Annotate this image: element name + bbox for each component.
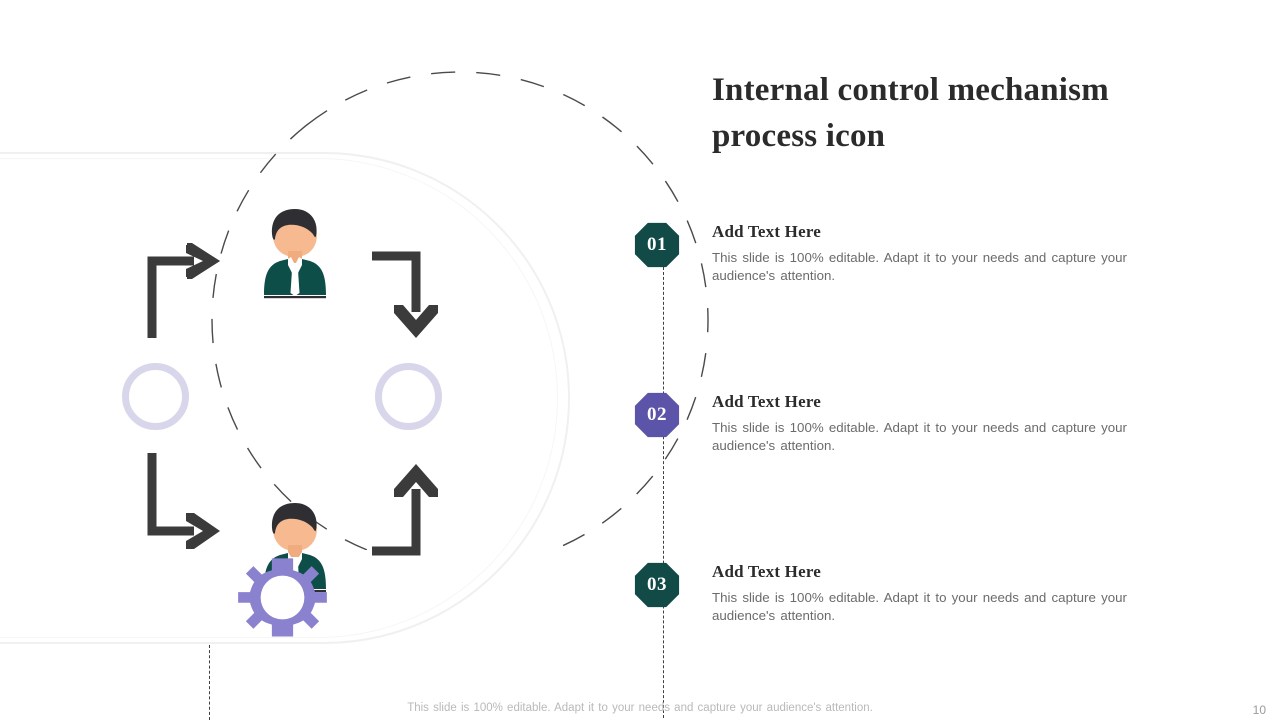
list-item: 02 Add Text Here This slide is 100% edit… [634,392,1234,562]
arrow-down-right-icon [147,453,220,549]
list-item-heading: Add Text Here [712,222,822,241]
gear-icon [238,558,327,637]
list-item: 01 Add Text Here This slide is 100% edit… [634,222,1234,392]
circle-outline-icon [375,363,442,430]
process-diagram [100,195,500,637]
circle-outline-icon [122,363,189,430]
list-item-heading: Add Text Here [712,562,822,581]
page-title: Internal control mechanism process icon [712,72,1109,154]
dashed-vertical-timeline [663,262,664,718]
dashed-arc-decoration [211,71,709,550]
list-item-body: Add Text Here This slide is 100% editabl… [712,562,1234,626]
arrow-right-up-icon [372,464,438,556]
list-item-body: Add Text Here This slide is 100% editabl… [712,392,1234,456]
footer-note: This slide is 100% editable. Adapt it to… [407,702,873,714]
list-item-text: This slide is 100% editable. Adapt it to… [712,590,1127,624]
page-number: 10 [1252,703,1266,717]
list-item-body: Add Text Here This slide is 100% editabl… [712,222,1234,286]
dashed-vertical-left [209,645,210,720]
person-avatar-icon [264,209,326,299]
arrow-up-right-icon [147,243,220,338]
list-item-text: This slide is 100% editable. Adapt it to… [712,250,1127,284]
list-item-heading: Add Text Here [712,392,822,411]
arrow-right-down-icon [372,251,438,338]
list-item: 03 Add Text Here This slide is 100% edit… [634,562,1234,652]
status-badge[interactable]: 03 [634,562,680,608]
status-badge[interactable]: 01 [634,222,680,268]
items-list: 01 Add Text Here This slide is 100% edit… [634,222,1234,652]
list-item-text: This slide is 100% editable. Adapt it to… [712,420,1127,454]
status-badge[interactable]: 02 [634,392,680,438]
